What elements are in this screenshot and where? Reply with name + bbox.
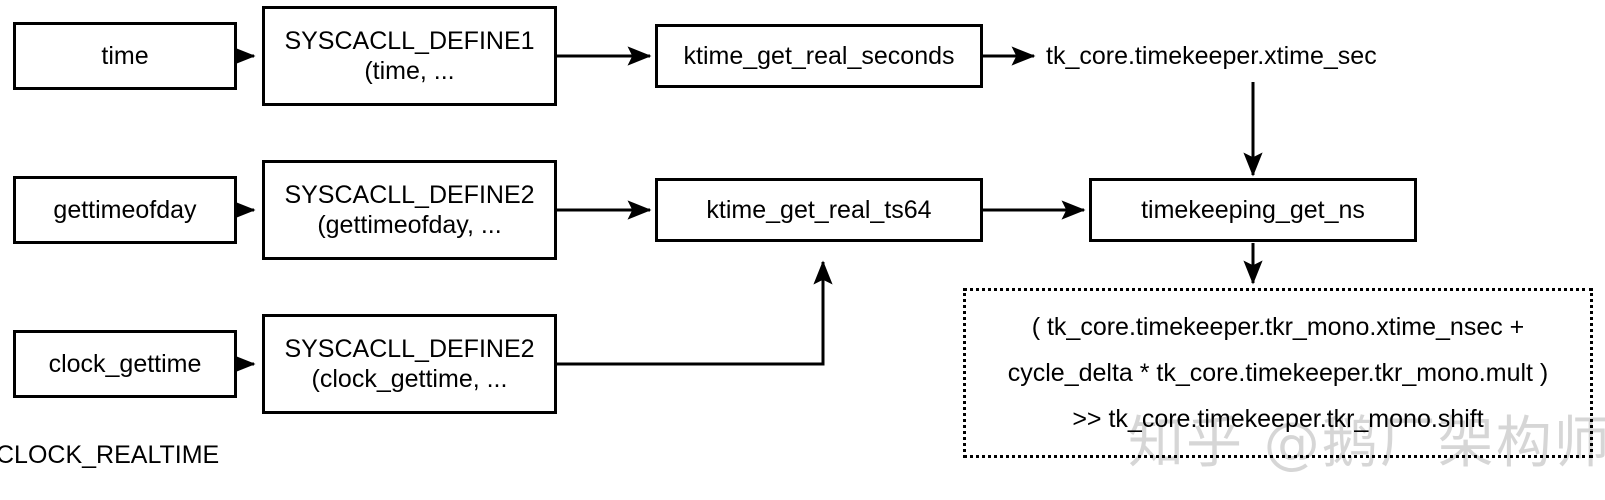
node-gettimeofday-label: gettimeofday [53, 195, 197, 224]
node-syscall-define2-clock-gettime-line2: (clock_gettime, ... [311, 365, 508, 393]
node-ktime-get-real-ts64-label: ktime_get_real_ts64 [706, 195, 932, 224]
node-ktime-get-real-seconds-label: ktime_get_real_seconds [683, 41, 955, 70]
formula-line-1: ( tk_core.timekeeper.tkr_mono.xtime_nsec… [1031, 312, 1525, 341]
node-clock-gettime-label: clock_gettime [48, 349, 202, 378]
label-tk-core-xtime-sec: tk_core.timekeeper.xtime_sec [1046, 42, 1377, 70]
node-syscall-define1-line1: SYSCACLL_DEFINE1 [284, 26, 535, 55]
node-syscall-define2-gettimeofday-line1: SYSCACLL_DEFINE2 [284, 180, 535, 209]
node-syscall-define2-gettimeofday[interactable]: SYSCACLL_DEFINE2 (gettimeofday, ... [262, 160, 557, 260]
node-syscall-define2-clock-gettime[interactable]: SYSCACLL_DEFINE2 (clock_gettime, ... [262, 314, 557, 414]
node-syscall-define1-time[interactable]: SYSCACLL_DEFINE1 (time, ... [262, 6, 557, 106]
formula-line-3: >> tk_core.timekeeper.tkr_mono.shift [1072, 405, 1484, 434]
edge-syscall2b-to-ktimegetrealts64 [557, 260, 833, 366]
node-gettimeofday[interactable]: gettimeofday [13, 176, 237, 244]
node-clock-gettime[interactable]: clock_gettime [13, 330, 237, 398]
node-ktime-get-real-ts64[interactable]: ktime_get_real_ts64 [655, 178, 983, 242]
node-syscall-define2-clock-gettime-line1: SYSCACLL_DEFINE2 [284, 334, 535, 363]
node-ktime-get-real-seconds[interactable]: ktime_get_real_seconds [655, 24, 983, 88]
node-time-label: time [101, 41, 149, 70]
node-syscall-define2-gettimeofday-line2: (gettimeofday, ... [317, 211, 502, 239]
node-time[interactable]: time [13, 22, 237, 90]
watermark-text: 知乎 @鹅厂架构师 [1128, 411, 1605, 476]
node-timekeeping-get-ns-label: timekeeping_get_ns [1141, 195, 1365, 224]
label-clock-realtime: CLOCK_REALTIME [0, 441, 220, 469]
node-timekeeping-get-ns[interactable]: timekeeping_get_ns [1089, 178, 1417, 242]
node-formula-box[interactable]: ( tk_core.timekeeper.tkr_mono.xtime_nsec… [963, 288, 1593, 458]
node-syscall-define1-line2: (time, ... [364, 57, 455, 85]
formula-line-2: cycle_delta * tk_core.timekeeper.tkr_mon… [1007, 358, 1549, 387]
